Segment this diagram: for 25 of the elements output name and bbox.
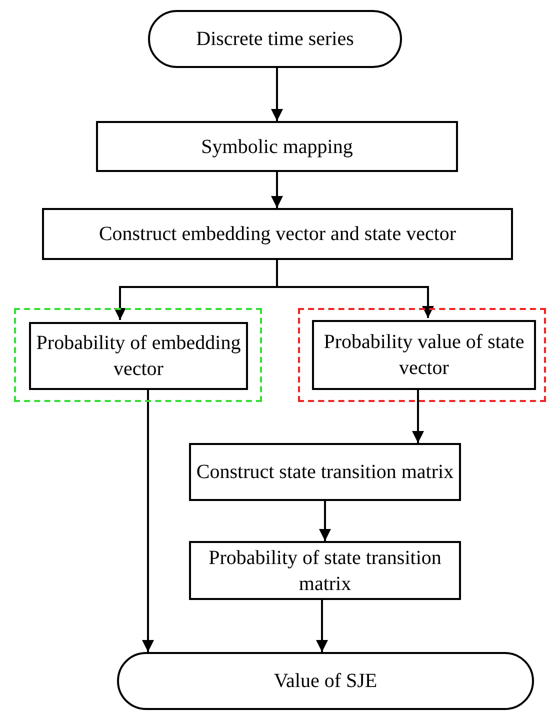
node-label: Value of SJE	[272, 669, 378, 694]
process-box	[29, 322, 248, 390]
dashed-group-frame	[298, 308, 546, 402]
arrow	[316, 600, 328, 652]
arrow	[319, 501, 331, 541]
node-label: Construct state transition matrix	[195, 460, 455, 485]
node-label: Probability of state transition matrix	[208, 546, 442, 596]
arrow	[412, 388, 424, 443]
terminal-box	[117, 652, 534, 710]
node-label: Discrete time series	[195, 27, 355, 52]
dashed-group-frame	[14, 308, 262, 402]
node-label: Symbolic mapping	[200, 134, 354, 160]
process-box	[96, 121, 458, 172]
process-box	[312, 320, 536, 390]
process-box	[189, 443, 461, 501]
arrow	[142, 388, 154, 652]
arrow	[271, 68, 283, 121]
process-box	[42, 208, 513, 260]
node-label: Probability of embedding vector	[35, 331, 242, 382]
process-box	[189, 541, 461, 600]
node-label: Probability value of state vector	[322, 330, 526, 381]
arrow	[271, 172, 283, 208]
node-label: Construct embedding vector and state vector	[98, 222, 458, 247]
arrow	[276, 260, 434, 318]
terminal-box	[148, 10, 402, 68]
